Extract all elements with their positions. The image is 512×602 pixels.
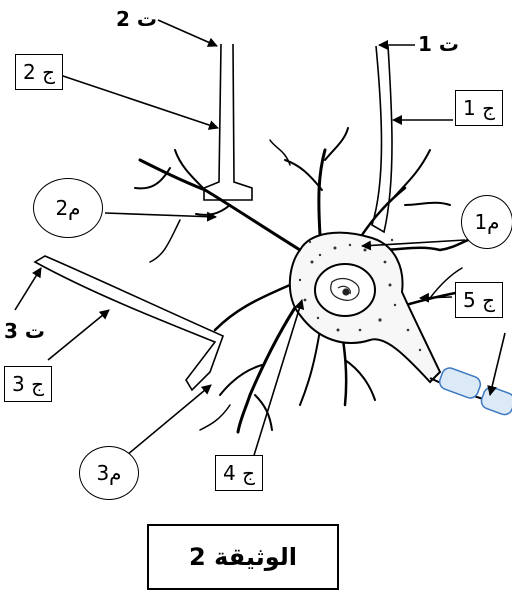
label-j4: ج 4 bbox=[215, 455, 263, 491]
dendrites bbox=[134, 127, 480, 434]
electrode-1 bbox=[371, 45, 393, 234]
label-t1: ت 1 bbox=[418, 32, 459, 56]
label-j5: ج 5 bbox=[455, 282, 503, 318]
arrows bbox=[14, 19, 506, 466]
soma-granules bbox=[298, 238, 422, 352]
myelin-sheath bbox=[438, 367, 512, 416]
label-j3: ج 3 bbox=[4, 366, 52, 402]
label-t3: ت 3 bbox=[4, 319, 45, 343]
label-m1: م1 bbox=[461, 195, 512, 249]
electrode-3 bbox=[33, 255, 225, 392]
document-caption: الوثيقة 2 bbox=[147, 524, 339, 590]
label-t2: ت 2 bbox=[116, 7, 157, 31]
label-j1: ج 1 bbox=[455, 90, 503, 126]
label-j2: ج 2 bbox=[15, 54, 63, 90]
electrode-2 bbox=[203, 43, 253, 201]
chromatin bbox=[330, 277, 360, 301]
label-m3: م3 bbox=[79, 446, 139, 500]
label-m2: م2 bbox=[33, 178, 103, 238]
